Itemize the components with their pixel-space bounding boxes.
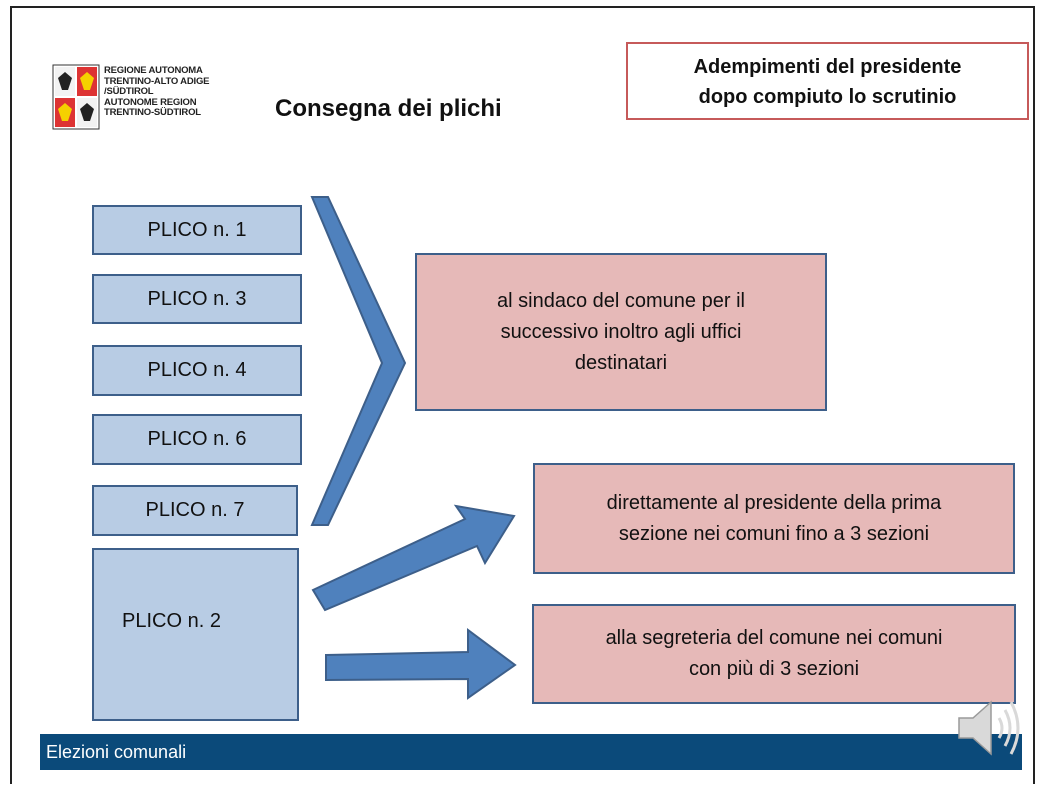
plico-4-label: PLICO n. 4 [147, 359, 247, 381]
speaker-icon[interactable] [955, 696, 1023, 760]
plico-2-box: PLICO n. 2 [92, 548, 299, 721]
plico-1-box: PLICO n. 1 [92, 205, 302, 255]
slide-title: Consegna dei plichi [275, 95, 502, 122]
chevron-arrow [310, 196, 407, 526]
plico-7-box: PLICO n. 7 [92, 485, 298, 536]
subtitle-box: Adempimenti del presidente dopo compiuto… [626, 42, 1029, 120]
footer-label: Elezioni comunali [46, 742, 187, 762]
arrow-to-presidente [311, 504, 516, 612]
plico-3-label: PLICO n. 3 [147, 287, 247, 310]
plico-3-box: PLICO n. 3 [92, 274, 302, 324]
logo-text: REGIONE AUTONOMA TRENTINO-ALTO ADIGE /SÜ… [104, 65, 210, 118]
region-logo: REGIONE AUTONOMA TRENTINO-ALTO ADIGE /SÜ… [52, 64, 212, 134]
destination-presidente: direttamente al presidente della prima s… [533, 463, 1015, 574]
destination-sindaco: al sindaco del comune per il successivo … [415, 253, 827, 411]
plico-6-label: PLICO n. 6 [147, 428, 247, 450]
plico-6-box: PLICO n. 6 [92, 414, 302, 465]
plico-1-label: PLICO n. 1 [147, 218, 247, 241]
plico-4-box: PLICO n. 4 [92, 345, 302, 396]
subtitle-line-2: dopo compiuto lo scrutinio [698, 86, 957, 108]
arrow-to-segreteria [325, 628, 517, 700]
footer-bar: Elezioni comunali [40, 734, 1022, 770]
plico-2-label: PLICO n. 2 [122, 610, 221, 632]
plico-7-label: PLICO n. 7 [145, 499, 245, 521]
coat-of-arms-icon [52, 64, 100, 130]
slide-frame [10, 6, 1035, 784]
subtitle-line-1: Adempimenti del presidente [693, 56, 962, 78]
destination-segreteria: alla segreteria del comune nei comuni co… [532, 604, 1016, 704]
